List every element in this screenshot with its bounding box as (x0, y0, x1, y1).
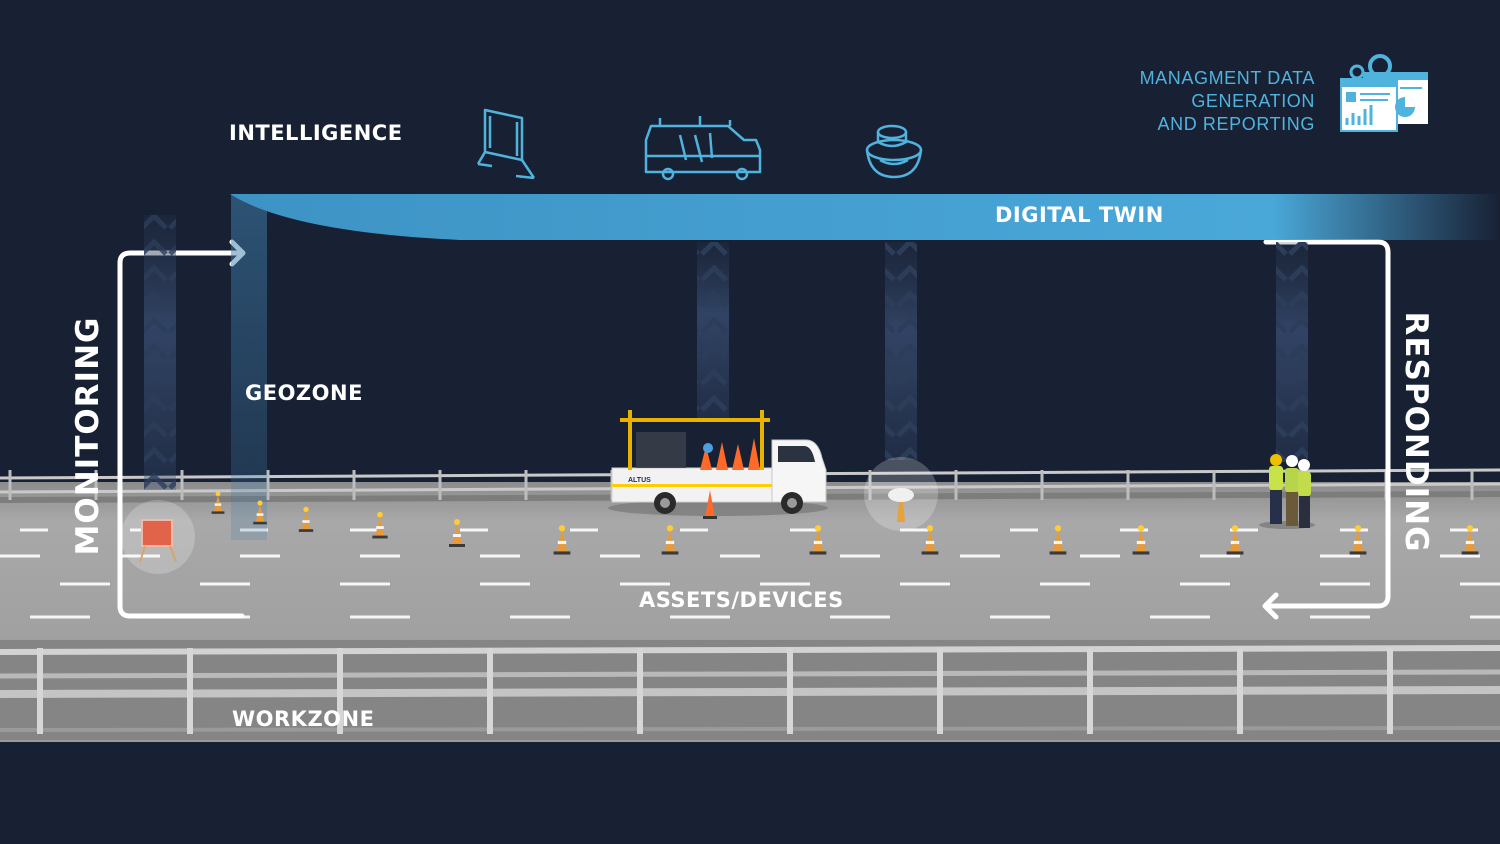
data-pillar-truck (697, 242, 729, 422)
data-pillar-left (144, 215, 176, 490)
management-reporting-text: MANAGMENT DATA GENERATION AND REPORTING (1140, 67, 1315, 136)
intelligence-label: INTELLIGENCE (229, 121, 403, 145)
traffic-cone (1349, 525, 1367, 555)
data-pillar-sensor (885, 242, 917, 460)
traffic-cone (372, 511, 388, 539)
monitoring-label: MONITORING (70, 316, 106, 556)
altus-truck: ALTUS (608, 410, 828, 519)
management-line-1: MANAGMENT DATA (1139, 68, 1315, 88)
traffic-cone (1226, 525, 1244, 555)
traffic-cone (449, 519, 465, 547)
traffic-cone (921, 525, 939, 555)
digital-twin-label: DIGITAL TWIN (995, 203, 1164, 227)
workers (1259, 454, 1315, 529)
truck-brand-text: ALTUS (628, 477, 651, 484)
report-dashboard-icon (1340, 54, 1428, 132)
geozone-label: GEOZONE (245, 381, 363, 405)
sensor-puck-icon (865, 124, 923, 179)
truck-outline-icon (644, 116, 762, 181)
geozone-band (231, 195, 267, 540)
traffic-cone (809, 525, 827, 555)
sensor-device (864, 457, 938, 531)
responding-label: RESPONDING (1398, 311, 1434, 553)
assets-devices-label: ASSETS/DEVICES (639, 588, 844, 612)
sign-board-icon (476, 108, 536, 180)
traffic-cone (253, 500, 267, 525)
traffic-cone (661, 525, 679, 555)
traffic-cone (553, 525, 571, 555)
data-pillar-workers (1276, 242, 1308, 462)
traffic-cone (1049, 525, 1067, 555)
traffic-cone (1132, 525, 1150, 555)
workzone-label: WORKZONE (232, 707, 375, 731)
traffic-cone (298, 506, 314, 532)
geozone-device (121, 500, 195, 574)
management-line-2: GENERATION (1191, 91, 1315, 111)
responding-loop (1262, 239, 1391, 620)
management-line-3: AND REPORTING (1157, 114, 1315, 134)
traffic-cone (211, 491, 225, 514)
digital-twin-band (230, 194, 1500, 240)
traffic-cone (1461, 525, 1479, 555)
near-guardrail (0, 645, 1500, 732)
